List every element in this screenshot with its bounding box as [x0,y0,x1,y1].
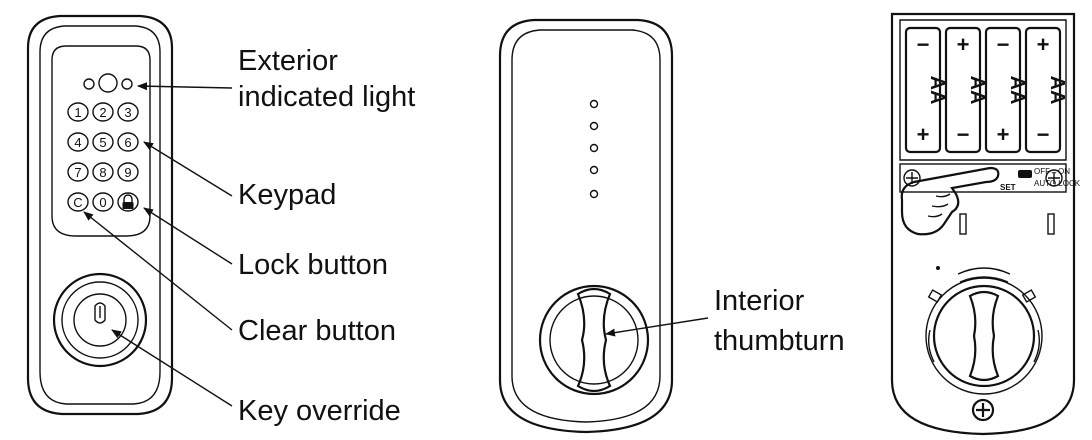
key-5: 5 [92,132,114,152]
rear-thumbturn-mechanism [925,267,1043,395]
key-0: 0 [92,192,114,212]
callout-keypad: Keypad [238,179,336,211]
exterior-leaders [83,82,233,407]
battery-2: + AA − [944,26,988,154]
auto-lock-label: AUTO LOCK [1034,179,1081,188]
interior-unit [498,18,674,434]
padlock-icon [123,194,133,202]
svg-text:−: − [1037,122,1050,147]
callout-exterior-line2: indicated light [238,81,415,113]
key-clear: C [67,192,89,212]
svg-text:2: 2 [99,105,106,120]
callout-lock-button: Lock button [238,249,388,281]
key-3: 3 [117,102,139,122]
svg-text:4: 4 [74,135,81,150]
svg-text:AA: AA [926,76,948,105]
svg-text:AA: AA [1046,76,1068,105]
key-7: 7 [67,162,89,182]
set-label: SET [1000,183,1016,192]
svg-text:−: − [957,122,970,147]
callout-interior-line1: Interior [714,285,805,317]
svg-text:+: + [997,122,1010,147]
svg-text:3: 3 [124,105,131,120]
hand-pointing-icon [900,166,1000,236]
svg-text:+: + [957,32,970,57]
svg-text:−: − [917,32,930,57]
svg-text:1: 1 [74,105,81,120]
key-9: 9 [117,162,139,182]
interior-indicator-lights [589,99,599,199]
callout-interior-line2: thumbturn [714,325,845,357]
key-cylinder [52,272,148,368]
keypad-keys: 1 2 3 4 5 6 7 8 9 C 0 [67,102,139,212]
key-4: 4 [67,132,89,152]
auto-lock-switch [1018,170,1032,178]
battery-4: + AA − [1024,26,1068,154]
callout-key-override: Key override [238,395,401,427]
battery-3: − AA + [984,26,1028,154]
svg-text:AA: AA [966,76,988,105]
svg-text:C: C [73,195,82,210]
svg-text:6: 6 [124,135,131,150]
svg-text:5: 5 [99,135,106,150]
svg-text:−: − [997,32,1010,57]
svg-text:+: + [1037,32,1050,57]
interior-thumbturn [538,284,650,396]
screw-right-icon [1045,169,1063,187]
callout-exterior-line1: Exterior [238,45,338,77]
callout-clear-button: Clear button [238,315,396,347]
off-on-label: OFF↔ON [1034,167,1070,176]
svg-text:+: + [917,122,930,147]
svg-text:9: 9 [124,165,131,180]
key-lock [117,192,139,212]
svg-text:8: 8 [99,165,106,180]
key-2: 2 [92,102,114,122]
battery-unit: − AA + + AA − − AA + + AA − SET OFF↔ON A… [890,12,1081,436]
svg-text:AA: AA [1006,76,1028,105]
exterior-unit: 1 2 3 4 5 6 7 8 9 C 0 [26,14,174,416]
key-8: 8 [92,162,114,182]
svg-text:0: 0 [99,195,106,210]
battery-1: − AA + [904,26,948,154]
svg-text:7: 7 [74,165,81,180]
key-1: 1 [67,102,89,122]
exterior-indicator-lights [83,73,133,93]
bottom-screw-icon [971,398,995,422]
key-6: 6 [117,132,139,152]
interior-leader [605,317,709,337]
